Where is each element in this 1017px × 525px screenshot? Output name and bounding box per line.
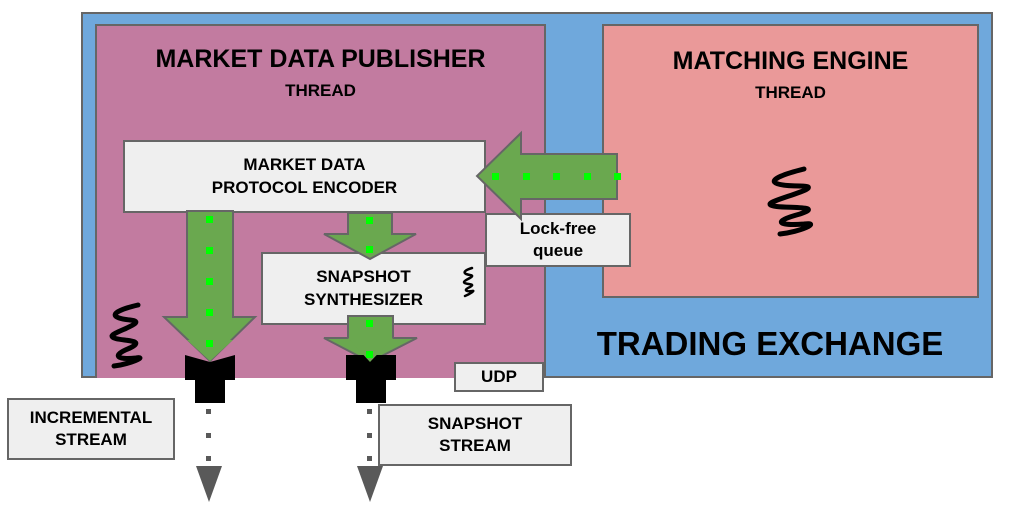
snapshot-stream-arrow [357,409,383,502]
stream-dot [367,409,372,414]
flow-dot [206,216,213,223]
incremental-line1: INCREMENTAL [29,407,153,427]
incremental-socket-icon [185,355,235,403]
arrow-tip [187,340,233,361]
engine-spring-icon [767,166,814,237]
synthesizer-spring-icon [462,266,475,298]
synthesizer-line2: SYNTHESIZER [303,289,424,309]
engine-title: MATCHING ENGINE [672,47,909,75]
snapshot-stream-line1: SNAPSHOT [427,413,523,433]
incremental-flow-arrow [161,210,258,363]
flow-dot [206,278,213,285]
incremental-line2: STREAM [55,430,127,449]
stream-dot [206,409,211,414]
publisher-subtitle: THREAD [285,81,356,100]
flow-dot [206,340,213,347]
incremental-stream-arrow [196,409,222,502]
publisher-spring-icon [109,302,143,369]
triangle-down-icon [357,466,383,502]
queue-arrow [475,130,621,222]
arrow-tip [348,338,393,362]
exchange-label: TRADING EXCHANGE [596,325,944,362]
flow-dot [614,173,621,180]
flow-dot [366,246,373,253]
flow-dot [366,217,373,224]
udp-text: UDP [481,366,517,386]
flow-dot [206,247,213,254]
flow-dot [523,173,530,180]
engine-subtitle: THREAD [755,83,826,102]
snapshot-stream-line2: STREAM [439,436,511,455]
stream-dot [206,433,211,438]
encoder-to-synthesizer-arrow [323,212,417,261]
snapshot-stream-label: SNAPSHOT STREAM [378,404,572,466]
lock-free-queue: Lock-free queue [485,213,631,267]
flow-dot [366,351,373,358]
udp-label: UDP [454,362,544,392]
flow-dot [584,173,591,180]
encoder-line2: PROTOCOL ENCODER [211,177,398,197]
encoder-line1: MARKET DATA [243,155,366,175]
synthesizer-line1: SNAPSHOT [316,267,411,287]
stream-dot [367,433,372,438]
snapshot-socket-icon [346,355,396,403]
stream-dot [367,456,372,461]
flow-dot [553,173,560,180]
flow-dot [492,173,499,180]
queue-line2: queue [532,241,584,260]
queue-line1: Lock-free [519,218,597,238]
stream-dot [206,456,211,461]
publisher-title: MARKET DATA PUBLISHER [155,45,486,73]
triangle-down-icon [196,466,222,502]
incremental-stream-label: INCREMENTAL STREAM [7,398,175,460]
flow-dot [206,309,213,316]
flow-dot [366,320,373,327]
